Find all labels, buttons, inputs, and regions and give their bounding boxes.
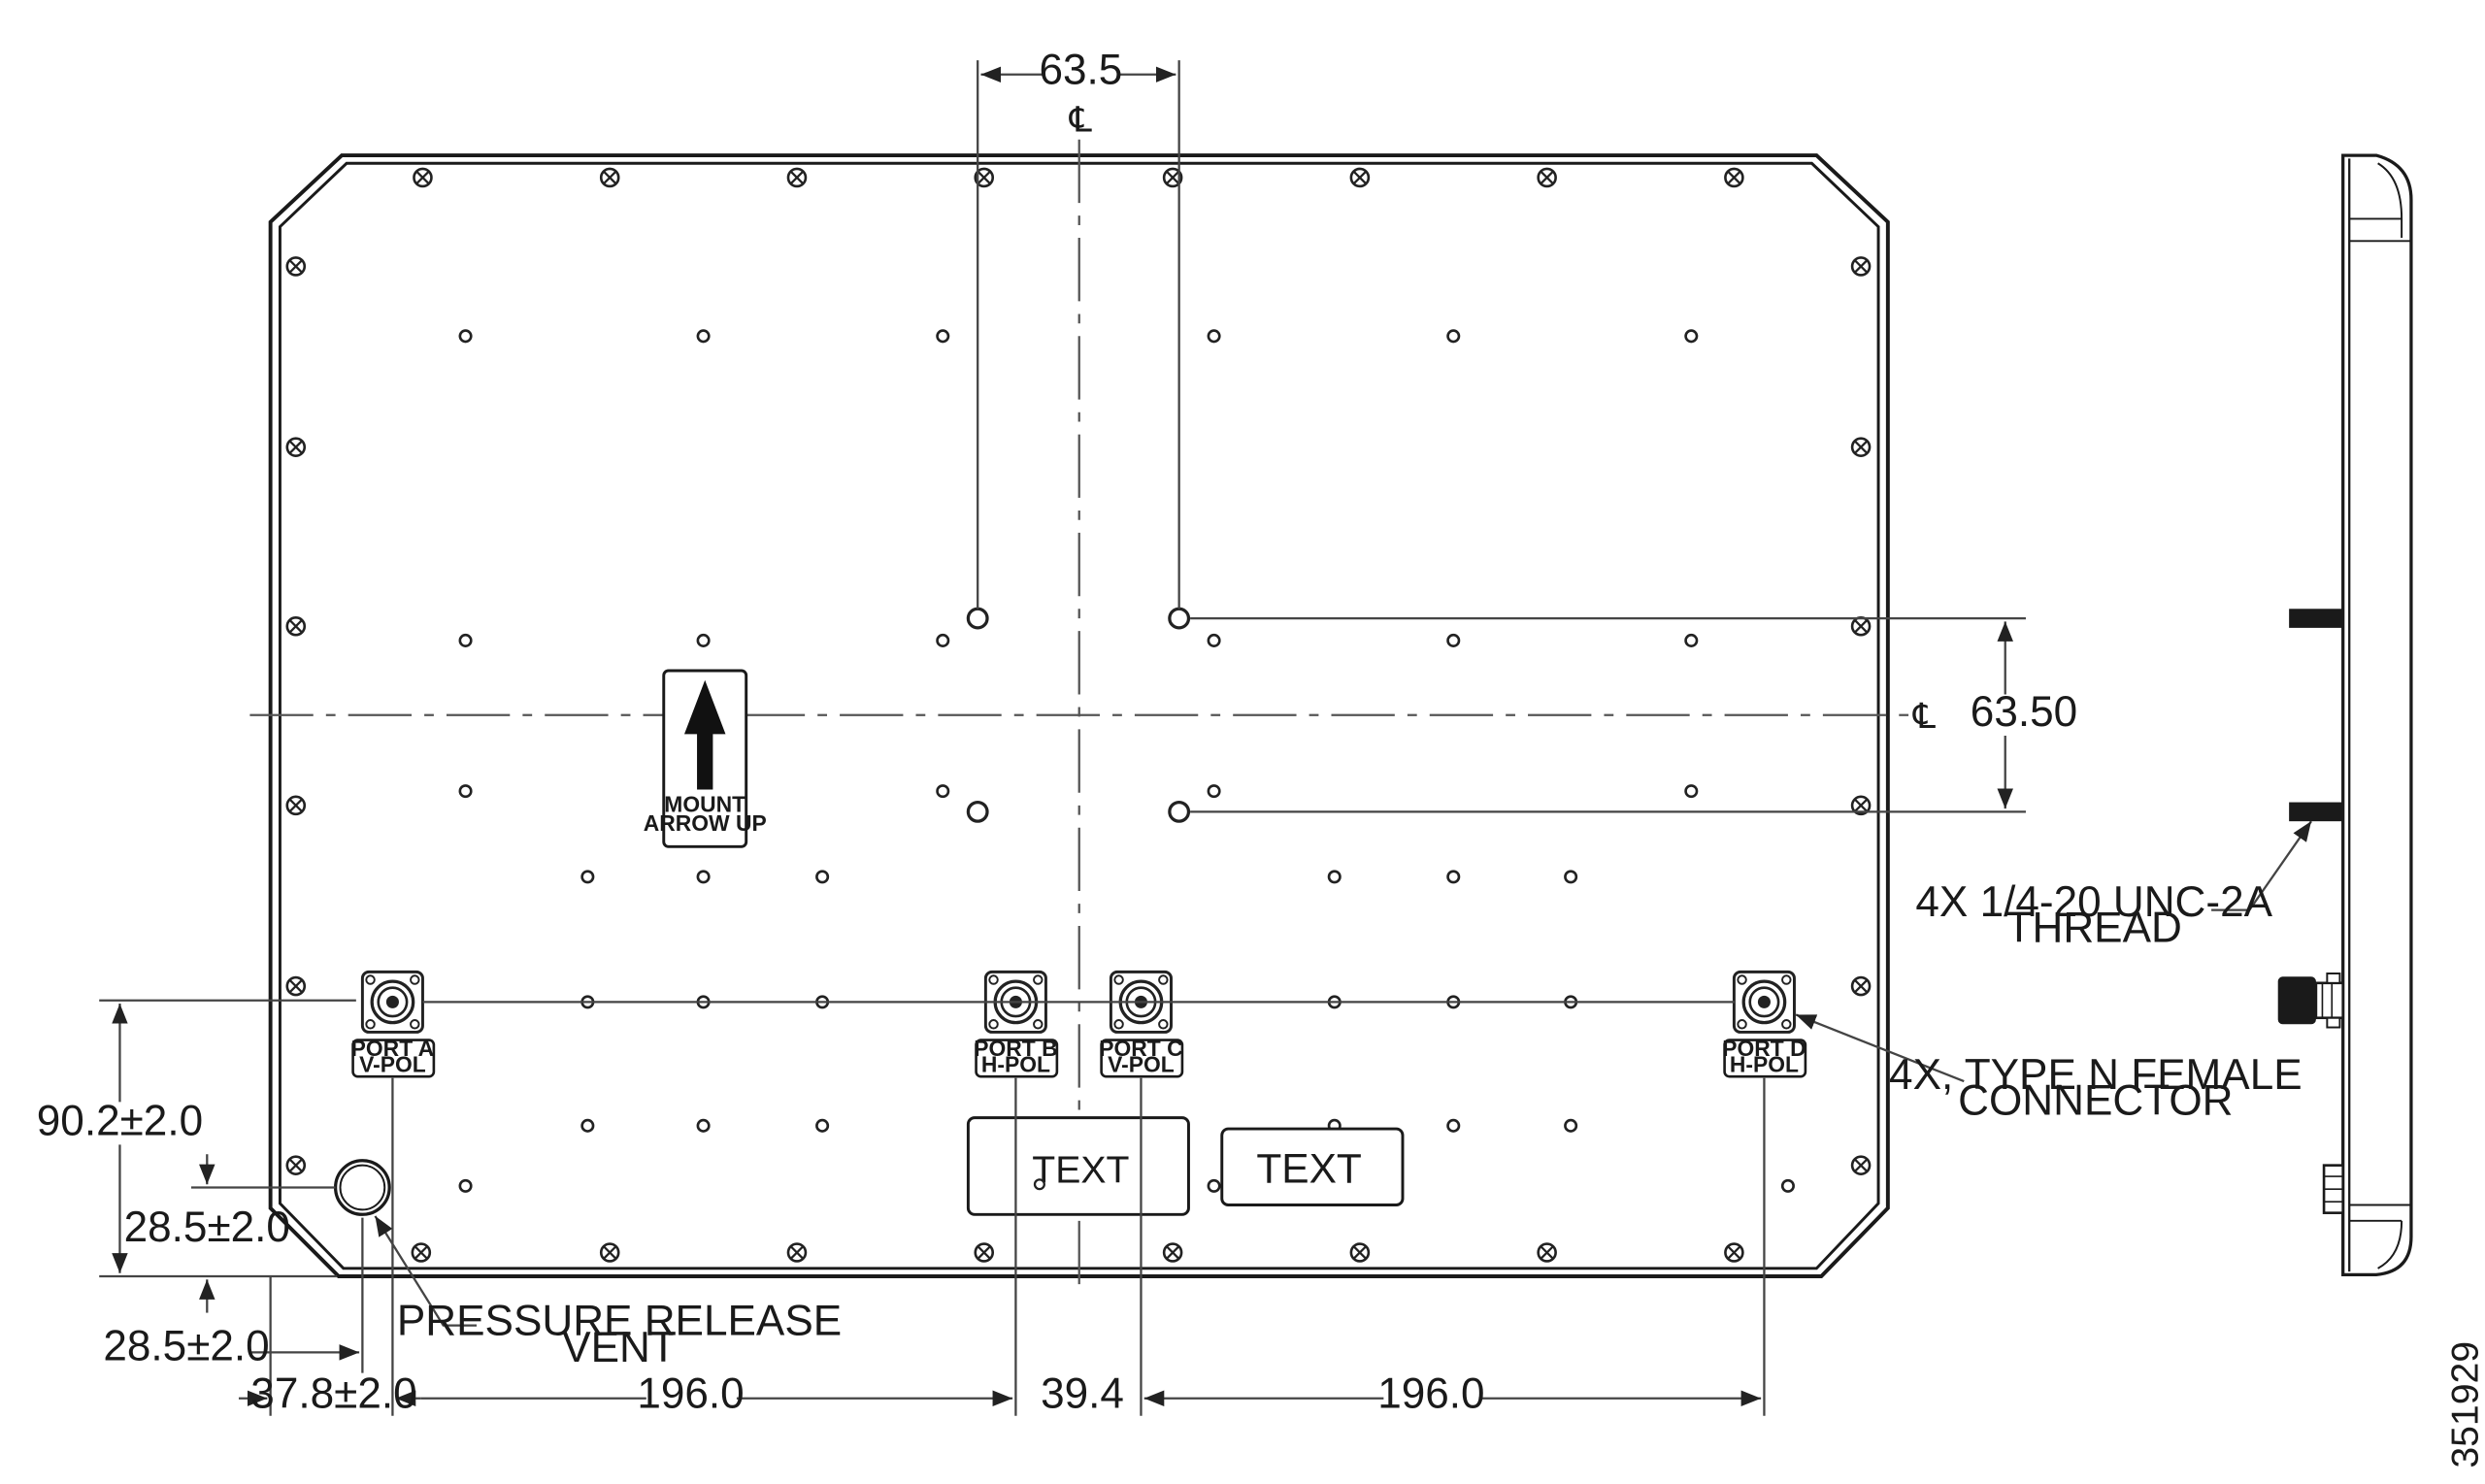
- port-c-pol: V-POL: [1108, 1051, 1175, 1076]
- callout-connector-line2: CONNECTOR: [1958, 1076, 2233, 1124]
- dimension-texts: 63.5 63.50 90.2±2.0 28.5±2.0 28.5±2.0 37…: [37, 47, 2077, 1418]
- callout-thread-line2: THREAD: [2006, 904, 2182, 951]
- port-c: PORT C V-POL: [1099, 970, 1184, 1078]
- screw-icon: [1850, 437, 1872, 457]
- screw-icon: [1724, 1242, 1744, 1263]
- port-a-name: PORT A: [351, 1036, 435, 1061]
- callout-thread-line1: 4X 1/4-20 UNC-2A: [1915, 878, 2272, 926]
- connector-icon: [1732, 970, 1797, 1035]
- centerline-symbol-top: ℄: [1069, 100, 1092, 140]
- screw-icon: [285, 437, 307, 457]
- screw-icon: [1537, 167, 1557, 188]
- port-c-name: PORT C: [1099, 1036, 1182, 1061]
- centerline-symbol-right: ℄: [1912, 696, 1936, 736]
- callout-leaders: [374, 820, 2312, 1327]
- mount-label-line2: ARROW UP: [644, 810, 767, 836]
- screw-icon: [285, 256, 307, 277]
- centerlines: ℄ ℄: [249, 100, 1936, 1298]
- dim-vent-offset-y: 28.5±2.0: [124, 1204, 290, 1251]
- dimension-lines: [99, 60, 2026, 1416]
- dim-top-spacing: 63.5: [1039, 47, 1122, 94]
- figure-id: 351929: [2445, 1341, 2485, 1468]
- mount-arrow-label: MOUNT ARROW UP: [644, 669, 767, 848]
- port-d: PORT D H-POL: [1722, 970, 1807, 1078]
- text-plate-left-label: TEXT: [1032, 1150, 1129, 1192]
- screw-icon: [599, 1242, 620, 1263]
- dim-port-span-right: 196.0: [1377, 1370, 1484, 1418]
- port-d-pol: H-POL: [1730, 1051, 1799, 1076]
- screw-icon: [599, 167, 620, 188]
- mount-label-line1: MOUNT: [664, 791, 746, 816]
- stud-icon: [2289, 609, 2343, 628]
- side-connector-icon: [2277, 973, 2344, 1029]
- screw-icon: [1537, 1242, 1557, 1263]
- screw-icon: [413, 167, 433, 188]
- pressure-release-vent: [333, 1159, 391, 1216]
- dim-port-span-center: 39.4: [1041, 1370, 1124, 1418]
- callout-vent-line1: PRESSURE RELEASE: [397, 1297, 842, 1344]
- dim-port-span-left: 196.0: [637, 1370, 744, 1418]
- callout-vent-line2: VENT: [562, 1324, 677, 1371]
- port-b-pol: H-POL: [981, 1051, 1050, 1076]
- side-view: [2277, 153, 2413, 1277]
- screw-icon: [285, 615, 307, 637]
- port-b: PORT B H-POL: [974, 970, 1059, 1078]
- screw-icon: [1850, 1155, 1872, 1175]
- port-a-pol: V-POL: [359, 1051, 426, 1076]
- screw-icon: [1850, 975, 1872, 997]
- screw-icon: [1349, 167, 1371, 188]
- screw-icon: [786, 167, 808, 188]
- port-d-name: PORT D: [1722, 1036, 1806, 1061]
- callout-connector-line1: 4X, TYPE N FEMALE: [1889, 1051, 2303, 1099]
- dim-port-height: 90.2±2.0: [37, 1098, 203, 1145]
- dim-vent-offset-x: 28.5±2.0: [103, 1323, 269, 1370]
- mount-thread-holes: [966, 607, 1191, 823]
- stud-icon: [2289, 802, 2343, 822]
- screw-icon: [285, 795, 307, 816]
- screw-icon: [1850, 615, 1872, 637]
- screw-icon: [1724, 167, 1744, 188]
- text-plate-left: TEXT: [966, 1116, 1190, 1216]
- connector-icon: [360, 970, 425, 1035]
- text-plate-right: TEXT: [1220, 1127, 1405, 1206]
- screw-icon: [1162, 1242, 1183, 1263]
- screw-icon: [786, 1242, 808, 1263]
- arrow-up-icon: [683, 679, 726, 790]
- screw-icon: [285, 975, 307, 997]
- screw-icon: [1349, 1242, 1371, 1263]
- screw-icon: [411, 1242, 432, 1263]
- screw-icon: [285, 1155, 307, 1175]
- dim-port-a-offset: 37.8±2.0: [250, 1370, 416, 1418]
- text-plate-right-label: TEXT: [1256, 1146, 1362, 1192]
- dim-right-spacing: 63.50: [1971, 688, 2077, 736]
- side-vent-icon: [2322, 1164, 2344, 1214]
- screw-icon: [974, 1242, 995, 1263]
- antenna-panel: [268, 153, 1890, 1278]
- screw-icon: [1850, 256, 1872, 277]
- callout-texts: PRESSURE RELEASE VENT 4X, TYPE N FEMALE …: [397, 878, 2303, 1371]
- port-a: PORT A V-POL: [351, 970, 436, 1078]
- port-b-name: PORT B: [974, 1036, 1057, 1061]
